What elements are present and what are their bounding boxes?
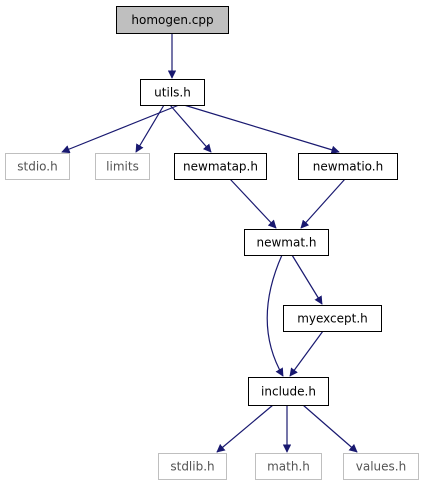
node-math[interactable]: math.h: [255, 453, 322, 480]
node-box: [140, 79, 205, 106]
edge-newmatap-to-newmat: [229, 178, 277, 229]
node-newmatio[interactable]: newmatio.h: [298, 153, 398, 180]
edge-include-to-values: [302, 404, 358, 453]
edge-utils-to-newmatio: [183, 104, 340, 154]
node-label: math.h: [267, 460, 310, 474]
node-box: [255, 453, 322, 480]
node-box: [116, 6, 229, 34]
node-label: homogen.cpp: [131, 13, 213, 27]
node-box: [244, 229, 329, 256]
node-limits[interactable]: limits: [95, 153, 150, 180]
node-label: stdio.h: [17, 160, 57, 174]
node-include[interactable]: include.h: [248, 377, 329, 406]
edge-utils-to-limits: [135, 104, 165, 153]
node-box: [5, 153, 70, 180]
node-label: utils.h: [154, 86, 191, 100]
node-box: [158, 453, 227, 480]
node-box: [248, 377, 329, 406]
edge-utils-to-newmatap: [169, 104, 212, 153]
node-utils[interactable]: utils.h: [140, 79, 205, 106]
node-box: [174, 153, 267, 180]
node-label: newmatio.h: [313, 160, 383, 174]
node-box: [95, 153, 150, 180]
edge-myexcept-to-include: [289, 330, 324, 377]
node-newmat[interactable]: newmat.h: [244, 229, 329, 256]
node-label: values.h: [356, 460, 406, 474]
edge-newmat-to-myexcept: [291, 254, 323, 305]
edge-newmatio-to-newmat: [300, 178, 346, 229]
node-box: [343, 453, 419, 480]
edge-include-to-stdlib: [216, 404, 274, 453]
node-label: limits: [106, 160, 139, 174]
node-box: [283, 305, 382, 332]
node-values[interactable]: values.h: [343, 453, 419, 480]
node-label: newmat.h: [257, 236, 317, 250]
node-homogen[interactable]: homogen.cpp: [116, 6, 229, 34]
node-myexcept[interactable]: myexcept.h: [283, 305, 382, 332]
edge-newmat-to-include: [266, 254, 284, 377]
edge-utils-to-stdio: [61, 104, 180, 154]
node-label: include.h: [261, 385, 316, 399]
node-box: [298, 153, 398, 180]
edges: [61, 33, 358, 453]
node-stdlib[interactable]: stdlib.h: [158, 453, 227, 480]
node-newmatap[interactable]: newmatap.h: [174, 153, 267, 180]
node-label: myexcept.h: [297, 312, 368, 326]
nodes: homogen.cpp utils.h stdio.h limits newmatap.…: [5, 6, 419, 480]
node-stdio[interactable]: stdio.h: [5, 153, 70, 180]
node-label: newmatap.h: [183, 160, 258, 174]
node-label: stdlib.h: [170, 460, 214, 474]
